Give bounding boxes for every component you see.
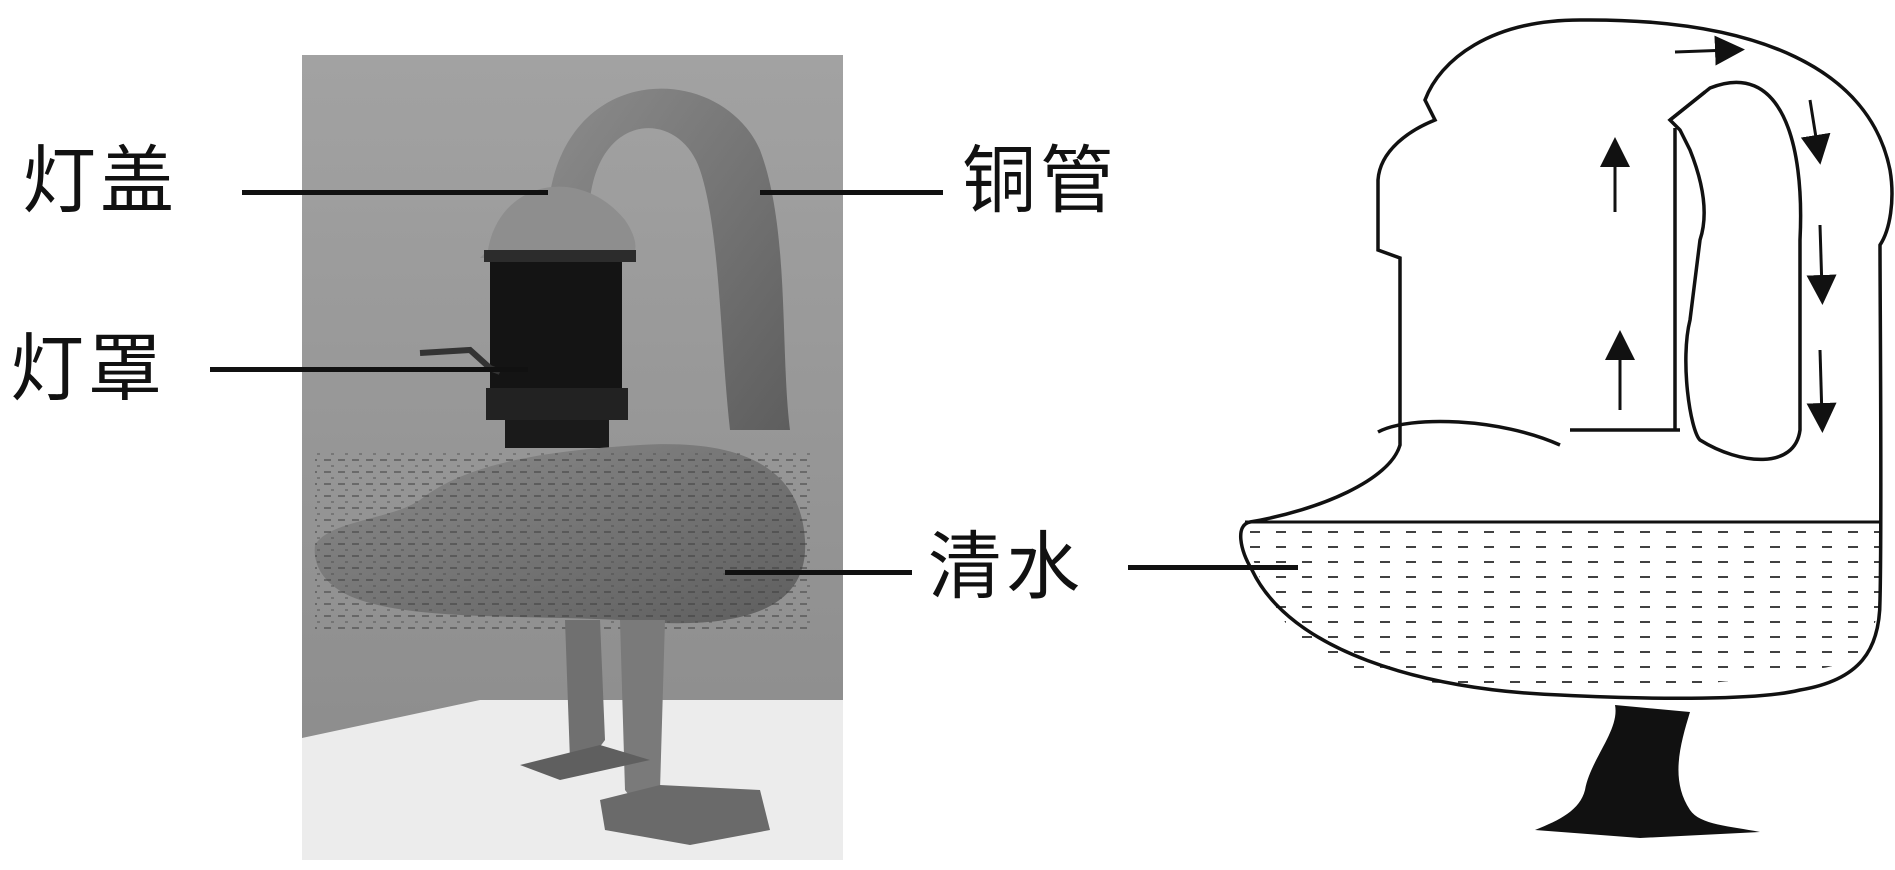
copper-tube-leader	[760, 190, 943, 195]
foot-front	[600, 785, 770, 845]
handle-curve	[1377, 419, 1561, 447]
lamp-shade-ring	[486, 388, 628, 420]
water-leader-left	[725, 570, 912, 575]
lamp-cover-rim	[484, 250, 636, 262]
copper-tube-neck	[548, 88, 790, 431]
arrow-down-icon	[1806, 349, 1837, 433]
foot-back	[520, 745, 650, 780]
body-texture	[315, 450, 810, 630]
lamp-shade-base	[505, 420, 609, 448]
arrow-down-icon	[1806, 224, 1837, 305]
lamp-stand	[1535, 705, 1760, 838]
lamp-shade-leader	[210, 367, 528, 372]
label-lamp-cover: 灯盖	[22, 138, 178, 224]
label-lamp-shade: 灯罩	[10, 326, 166, 412]
tube-inner-wall	[1667, 80, 1803, 462]
label-copper-tube: 铜管	[962, 138, 1118, 224]
water-leader-right	[1128, 565, 1298, 570]
leg-back	[565, 620, 605, 760]
arrow-right-icon	[1674, 35, 1745, 66]
arrow-down-icon	[1800, 99, 1831, 165]
tube-inner-lip	[1668, 90, 1707, 122]
lamp-cover-head	[480, 186, 636, 258]
label-clear-water: 清水	[928, 524, 1084, 610]
lamp-outer-outline	[1238, 18, 1894, 701]
lamp-cover-leader	[242, 190, 548, 195]
clear-water-fill	[1245, 525, 1880, 689]
